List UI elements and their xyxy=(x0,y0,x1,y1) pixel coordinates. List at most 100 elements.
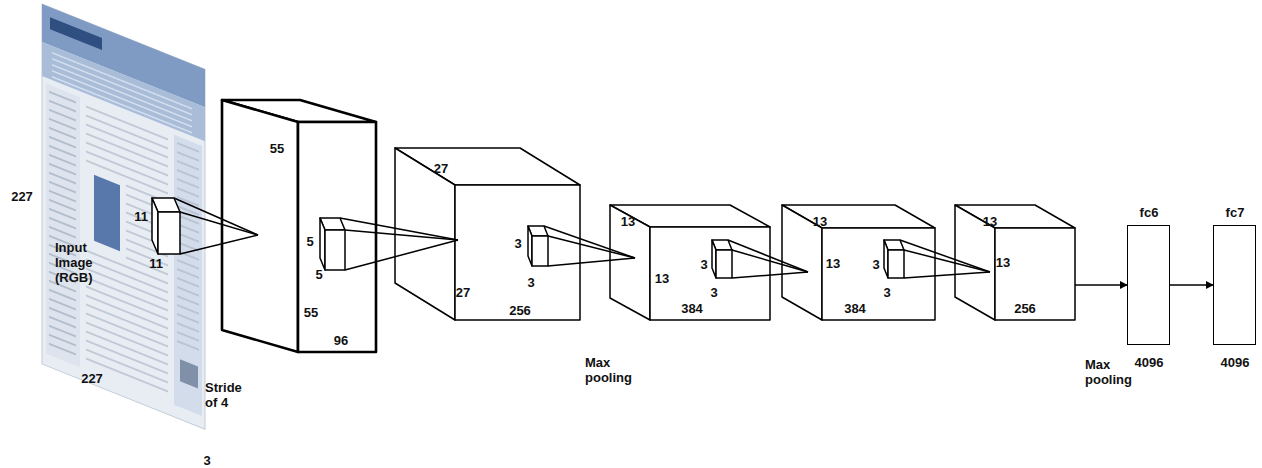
kernel-face xyxy=(152,198,158,254)
receptive-field-line xyxy=(345,240,458,270)
kernel-face xyxy=(884,240,888,278)
page-content xyxy=(177,286,199,297)
cube-face xyxy=(650,227,770,320)
node-outline xyxy=(40,0,215,445)
page-content xyxy=(177,196,199,207)
kernel-face xyxy=(158,212,180,254)
kernel-size: 5 xyxy=(306,234,313,249)
input-image: Input Image (RGB) xyxy=(40,0,215,445)
page-content xyxy=(86,133,168,168)
cube-face xyxy=(455,185,580,320)
page-content xyxy=(52,64,192,122)
layer-name: fc6 xyxy=(1140,205,1159,220)
kernel-face xyxy=(888,250,904,278)
page-content xyxy=(86,124,168,159)
cube-face xyxy=(222,100,298,352)
page-content xyxy=(177,340,199,351)
page-content xyxy=(94,175,120,251)
kernel-group xyxy=(152,198,990,278)
page-content xyxy=(50,17,102,50)
receptive-field-line xyxy=(732,250,808,272)
receptive-field-line xyxy=(728,240,808,272)
receptive-field-line xyxy=(174,198,258,235)
receptive-field-line xyxy=(900,240,990,272)
annotation: Stride of 4 xyxy=(205,380,245,410)
page-content xyxy=(86,322,168,357)
page-content xyxy=(177,259,199,270)
dimension-label: 227 xyxy=(81,371,103,386)
dimension-number: 13 xyxy=(996,255,1010,270)
feature-map-cube: 1313384 xyxy=(610,205,770,320)
page-content xyxy=(86,151,168,186)
receptive-field-line xyxy=(904,272,990,278)
receptive-field-line xyxy=(732,272,808,278)
cube-face xyxy=(995,228,1075,320)
dimension-number: 256 xyxy=(1014,301,1036,316)
page-content xyxy=(177,268,199,279)
page-content xyxy=(126,239,168,258)
page-content xyxy=(177,277,199,288)
node-outline xyxy=(222,100,376,352)
page-content xyxy=(177,223,199,234)
page-content xyxy=(177,214,199,225)
image-caption: Input Image (RGB) xyxy=(55,240,105,285)
dimension-number: 27 xyxy=(434,161,448,176)
dimension-label: 3 xyxy=(203,453,210,468)
dimension-number: 256 xyxy=(509,303,531,318)
page-content xyxy=(86,142,168,177)
page-content xyxy=(177,169,199,180)
dimension-number: 4096 xyxy=(1135,355,1164,370)
kernel-face xyxy=(528,226,548,236)
page-content xyxy=(177,178,199,189)
cube-face xyxy=(395,148,455,320)
page-content xyxy=(177,250,199,261)
page-content xyxy=(177,322,199,333)
page-content xyxy=(42,4,205,429)
dimension-number: 384 xyxy=(844,301,866,316)
kernel-face xyxy=(528,226,532,266)
kernel-face xyxy=(712,240,716,278)
receptive-field-line xyxy=(548,258,635,266)
page-content xyxy=(177,187,199,198)
page-illustration xyxy=(42,4,205,429)
receptive-field-line xyxy=(904,250,990,272)
page-content xyxy=(52,52,192,110)
page-content xyxy=(86,268,168,303)
kernel-size: 11 xyxy=(134,209,148,224)
cube-face xyxy=(298,122,376,352)
kernel-face xyxy=(320,218,325,270)
dimension-number: 13 xyxy=(826,256,840,271)
feature-map-cube: 1313384 xyxy=(782,205,935,320)
kernel-face xyxy=(712,240,732,250)
cube-face xyxy=(822,228,935,320)
fc-layer-box: fc74096 xyxy=(1213,225,1256,345)
page-content xyxy=(177,160,199,171)
flow-arrow xyxy=(1170,284,1213,286)
receptive-field-line xyxy=(548,236,635,258)
kernel-face xyxy=(716,250,732,278)
page-content xyxy=(46,84,80,368)
cube-face xyxy=(610,205,650,320)
page-content xyxy=(177,304,199,315)
page-content xyxy=(86,160,168,195)
kernel-face xyxy=(532,236,548,266)
page-content xyxy=(52,58,192,116)
dimension-number: 96 xyxy=(334,333,348,348)
page-content xyxy=(177,142,199,153)
page-content xyxy=(177,151,199,162)
page-content xyxy=(177,331,199,342)
page-content xyxy=(177,241,199,252)
page-content xyxy=(177,232,199,243)
node-outline xyxy=(395,148,580,320)
kernel-size: 3 xyxy=(872,257,879,272)
page-content xyxy=(49,343,76,356)
page-content xyxy=(86,250,168,285)
kernel-size: 3 xyxy=(883,285,890,300)
page-content xyxy=(86,340,168,375)
kernel-face xyxy=(325,230,345,270)
kernel-size: 11 xyxy=(149,256,163,271)
page-content xyxy=(52,76,192,134)
